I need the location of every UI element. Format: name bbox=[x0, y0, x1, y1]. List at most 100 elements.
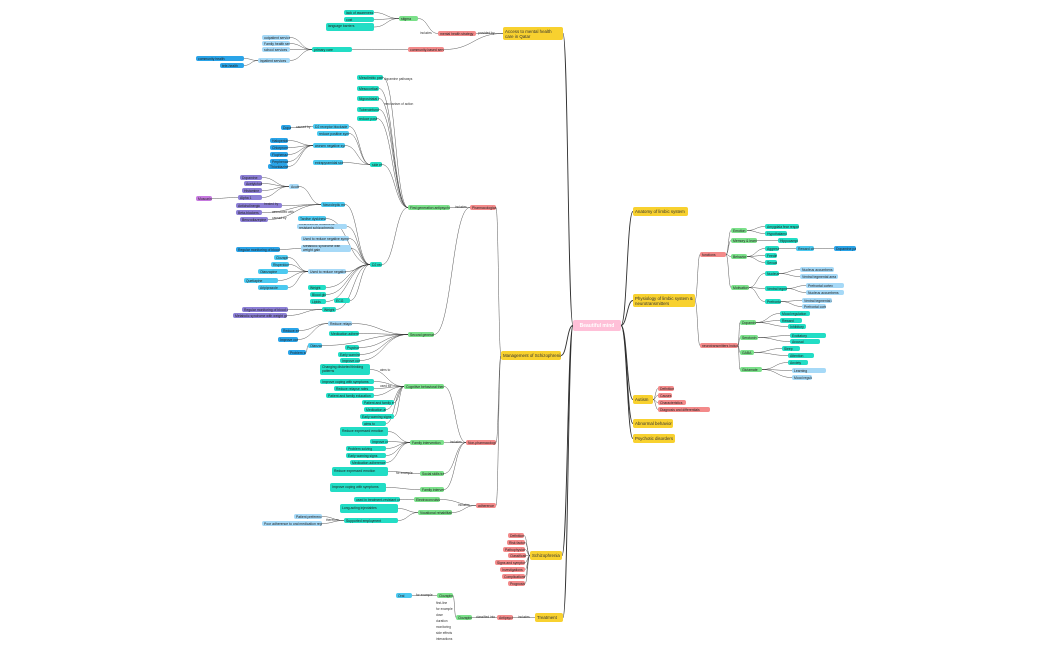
node-se-cause-3[interactable]: Alpha 1 bbox=[238, 195, 262, 200]
node-autism-3[interactable]: Diagnosis and differentials bbox=[658, 407, 710, 412]
node-sga-3[interactable]: Quetiapine bbox=[244, 278, 278, 283]
node-neuro-gaba[interactable]: GABA bbox=[740, 350, 754, 355]
node-dopamine-small[interactable]: Dopamine bbox=[281, 125, 291, 130]
node-sga-group[interactable]: Used to reduce negative symptoms bbox=[308, 269, 346, 274]
node-poor[interactable]: Poor adherence to oral medication regime… bbox=[262, 521, 322, 526]
node-sga-note-2[interactable]: Metabolic syndrome with weight gain bbox=[301, 245, 351, 252]
branch-schizophrenia[interactable]: Schizophrenia bbox=[530, 551, 562, 560]
node-se-0[interactable]: Neuroleptic malignant syndrome bbox=[321, 202, 345, 207]
node-neuro-item-1[interactable]: Reward bbox=[780, 318, 802, 323]
node-sub-telehealth[interactable]: tele-health bbox=[220, 63, 244, 68]
node-psychoed-0[interactable]: Patient and family education bbox=[362, 400, 394, 405]
node-behavior-feeding[interactable]: Feeding bbox=[765, 253, 777, 258]
node-oral[interactable]: Oral bbox=[396, 593, 412, 598]
node-reward-circuit[interactable]: Reward circuit bbox=[796, 246, 814, 251]
node-emotion-amygdala[interactable]: Amygdala fear response bbox=[765, 224, 799, 229]
node-sga-4[interactable]: Aripiprazole bbox=[258, 285, 288, 290]
node-psychoed-3[interactable]: aims to bbox=[362, 421, 386, 426]
node-ex-0[interactable]: Haloperidol bbox=[270, 138, 288, 143]
node-sga-0[interactable]: Clozapine bbox=[274, 255, 288, 260]
node-se-1[interactable]: Acute dystonia bbox=[289, 184, 299, 189]
node-psych-2[interactable]: Improve communication bbox=[278, 337, 298, 342]
node-family-4[interactable]: Medication adherence bbox=[350, 460, 386, 465]
node-neuro-glutamate[interactable]: Glutamate bbox=[740, 367, 762, 372]
node-function-emotion[interactable]: Emotion bbox=[731, 228, 747, 233]
node-psych-5[interactable]: Psychoeducation bbox=[345, 345, 359, 350]
node-cbt[interactable]: Cognitive behavioral therapy bbox=[404, 384, 444, 389]
node-mon-purple-0[interactable]: Regular monitoring of blood count bbox=[242, 307, 288, 312]
node-pref[interactable]: Patient preference bbox=[294, 514, 322, 519]
node-community-based[interactable]: community-based services bbox=[408, 47, 444, 52]
node-sub-community[interactable]: community health bbox=[196, 56, 244, 61]
branch-treatment[interactable]: Treatment bbox=[535, 613, 563, 622]
node-moa-effect-3[interactable]: extrapyramidal side effects bbox=[313, 160, 343, 165]
node-barrier-1[interactable]: cost bbox=[344, 17, 374, 22]
node-dopamine-pathway[interactable]: Dopamine pathway bbox=[834, 246, 856, 251]
node-motivation-2[interactable]: Prefrontal cortex bbox=[765, 299, 781, 304]
node-rehab-note-2[interactable]: Supported employment bbox=[344, 518, 398, 523]
node-autism-2[interactable]: Characteristics bbox=[658, 400, 686, 405]
node-reward-5[interactable]: Prefrontal cortex bbox=[802, 304, 826, 309]
node-mon-teal[interactable]: Weight bbox=[322, 307, 336, 312]
node-schizo-6[interactable]: Complications bbox=[502, 574, 525, 579]
node-mon-2[interactable]: Lipids bbox=[310, 299, 326, 304]
branch-management[interactable]: Management of Schizophrenia bbox=[501, 351, 561, 360]
node-service-inpatient[interactable]: inpatient services bbox=[258, 58, 290, 63]
node-mental-health-strategy[interactable]: mental health strategy bbox=[438, 31, 476, 36]
node-sub-school[interactable]: school services bbox=[262, 47, 290, 52]
node-autism-1[interactable]: Causes bbox=[658, 393, 672, 398]
node-neuro-item-4[interactable]: Arousal bbox=[790, 339, 820, 344]
branch-abnormal-behavior[interactable]: Abnormal behavior bbox=[633, 419, 673, 428]
node-motivation-1[interactable]: Ventral tegmental area bbox=[765, 286, 787, 291]
node-behavior-sexual[interactable]: Sexual bbox=[765, 260, 777, 265]
node-schizo-3[interactable]: Classification bbox=[508, 553, 526, 558]
node-schizo-2[interactable]: Pathophysiology bbox=[503, 547, 525, 552]
node-neuro-item-2[interactable]: Inhibitory bbox=[788, 324, 806, 329]
node-se-2[interactable]: Tardive dyskinesia bbox=[298, 216, 326, 221]
node-treat-first-line[interactable]: Clozapine bbox=[437, 593, 453, 598]
node-barrier-2[interactable]: language barriers bbox=[326, 23, 374, 31]
node-family-int-note[interactable]: Improve coping with symptoms bbox=[330, 483, 386, 492]
node-social[interactable]: Social skills training bbox=[420, 471, 444, 476]
node-stigma[interactable]: stigma bbox=[399, 16, 418, 21]
node-ex-1[interactable]: Chlorpromazine bbox=[270, 145, 288, 150]
node-se-cause-2[interactable]: Histamine bbox=[242, 188, 262, 193]
node-social-note[interactable]: Reduce expressed emotion bbox=[332, 467, 388, 476]
node-psych-1[interactable]: Reduce expressed emotion bbox=[281, 328, 299, 333]
node-cbt-note-0[interactable]: Changing distorted thinking patterns bbox=[320, 364, 370, 375]
node-antipsychotics[interactable]: Antipsychotics bbox=[497, 615, 513, 620]
node-sub-family[interactable]: Family health services bbox=[262, 41, 290, 46]
node-neuro-item-3[interactable]: Excitatory bbox=[790, 333, 826, 338]
node-reward-1[interactable]: Ventral tegmental area bbox=[800, 274, 838, 279]
node-adherence[interactable]: adherence bbox=[476, 503, 496, 508]
node-memory-hippocampus[interactable]: Hippocampus bbox=[778, 238, 798, 243]
node-se-magenta[interactable]: Muscarinic bbox=[196, 196, 212, 201]
node-psychoed-1[interactable]: Medication adherence bbox=[364, 407, 386, 412]
node-family-int[interactable]: Family intervention bbox=[420, 487, 444, 492]
node-mon-1[interactable]: Blood glucose bbox=[310, 292, 326, 297]
node-cbt-note-3[interactable]: Patient and family education bbox=[326, 393, 374, 398]
node-neuro-item-0[interactable]: Mood regulation bbox=[780, 311, 810, 316]
root-node[interactable]: Beautiful mind bbox=[573, 320, 621, 331]
node-psychoed-2[interactable]: Early warning signs bbox=[360, 414, 394, 419]
node-se-treat-0[interactable]: Anticholinergic bbox=[236, 203, 282, 208]
node-reward-2[interactable]: Prefrontal cortex bbox=[806, 283, 844, 288]
node-pathway-3[interactable]: Tuberoinfundibular pathway bbox=[357, 107, 379, 112]
node-neuro-item-6[interactable]: Attention bbox=[788, 353, 814, 358]
node-function-memory[interactable]: Memory & learning bbox=[731, 238, 757, 243]
node-psych-7[interactable]: Problem solving bbox=[288, 350, 306, 355]
node-moa-effect[interactable]: reduce positive symptoms bbox=[317, 131, 349, 136]
node-neuro-item-8[interactable]: Learning bbox=[792, 368, 826, 373]
node-pharmacological[interactable]: Pharmacological bbox=[470, 205, 496, 210]
node-autism-0[interactable]: Definition bbox=[658, 386, 674, 391]
node-ex-2[interactable]: Fluphenazine bbox=[270, 152, 288, 157]
node-family-0[interactable]: Reduce expressed emotion bbox=[340, 427, 388, 436]
node-psych-4[interactable]: Olanzapine bbox=[308, 343, 322, 348]
node-family-3[interactable]: Early warning signs bbox=[346, 453, 386, 458]
node-mon-0[interactable]: Weight bbox=[308, 285, 326, 290]
node-schizo-7[interactable]: Prognosis bbox=[508, 581, 525, 586]
node-schizo-1[interactable]: Risk factors bbox=[507, 540, 525, 545]
node-ex-4[interactable]: Thioridazine bbox=[268, 164, 288, 169]
node-second-gen[interactable]: Second generation antipsychotics bbox=[408, 332, 434, 337]
node-schizo-5[interactable]: Investigations bbox=[500, 567, 525, 572]
